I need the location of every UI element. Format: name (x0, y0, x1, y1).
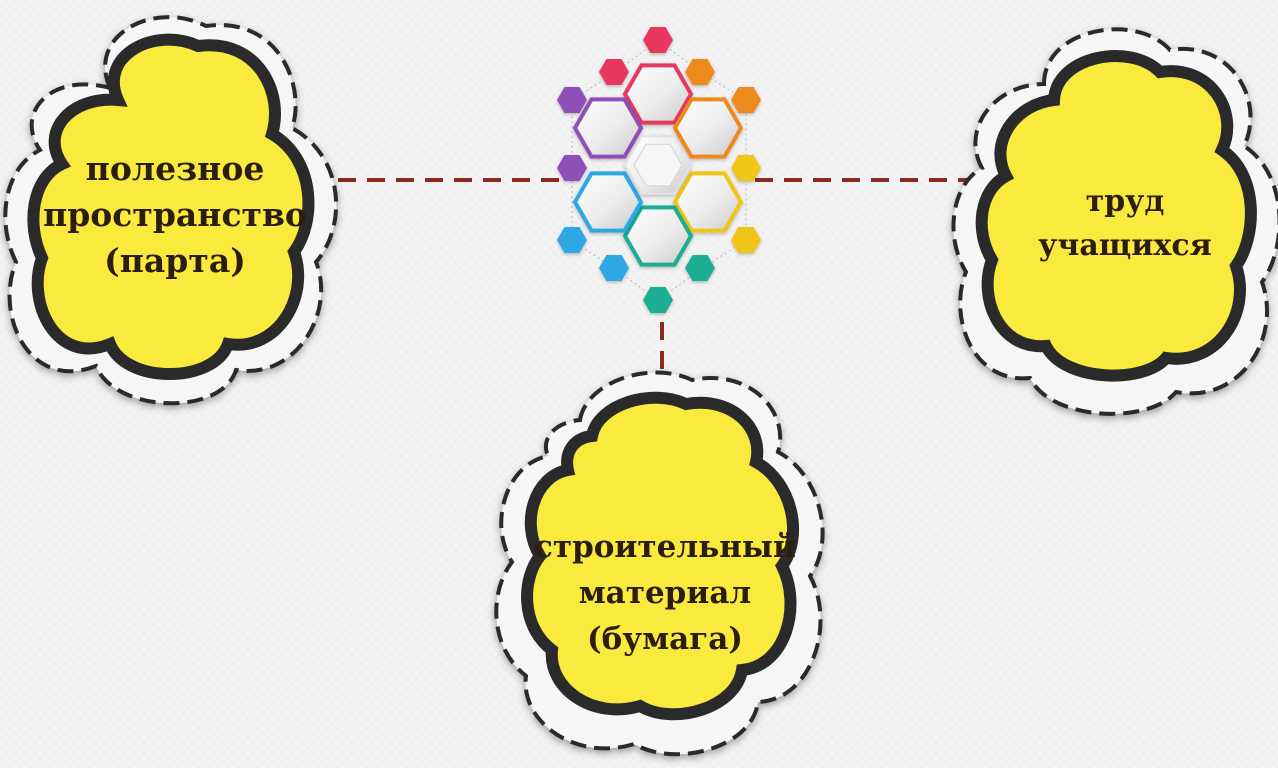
hexagon-small-5 (557, 87, 587, 113)
hexagon-small-11 (685, 255, 715, 281)
cloud-right-shape (975, 50, 1257, 382)
hexagon-ring-3 (672, 171, 744, 233)
hexagon-small-4 (731, 87, 761, 113)
hexagon-ring-5 (572, 171, 644, 233)
hexagon-small-10 (599, 255, 629, 281)
hexagon-ring-1 (622, 63, 694, 125)
cloud-bottom (494, 370, 825, 757)
hexagon-cluster-outline (571, 39, 747, 301)
cloud-left (3, 15, 339, 406)
connector-lines (338, 178, 968, 388)
cloud-right (951, 27, 1278, 416)
hexagon-small-6 (557, 155, 587, 181)
hexagon-small-1 (643, 27, 673, 53)
cloud-bottom-shape (521, 391, 800, 721)
hexagon-small-3 (685, 59, 715, 85)
cloud-left-shape (27, 33, 315, 380)
hexagon-small-2 (599, 59, 629, 85)
hexagon-ring-6 (572, 97, 644, 159)
hexagon-small-7 (731, 155, 761, 181)
hexagon-cluster-icon (557, 27, 761, 313)
hexagon-ring-4 (622, 205, 694, 267)
hexagon-center-inner (633, 143, 683, 187)
hexagon-small-9 (557, 227, 587, 253)
hexagon-small-8 (731, 227, 761, 253)
hexagon-ring-2 (672, 97, 744, 159)
hexagon-small-12 (643, 287, 673, 313)
